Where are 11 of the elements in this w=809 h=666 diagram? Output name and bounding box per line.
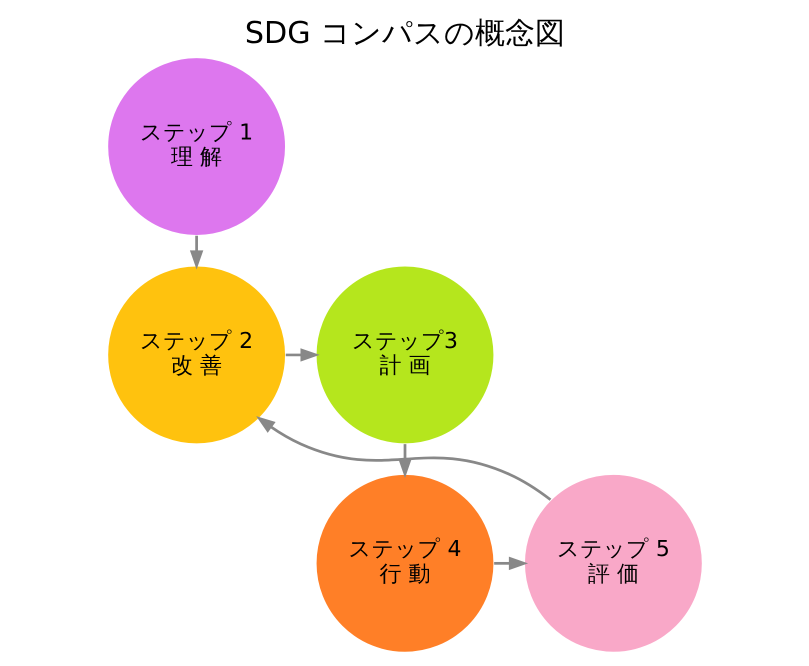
arrow	[285, 348, 320, 362]
node-circle: ステップ3 計 画	[314, 265, 494, 445]
node-circle: ステップ 4 行 動	[314, 474, 494, 654]
diagram-title: SDG コンパスの概念図	[244, 16, 565, 52]
arrow	[398, 444, 412, 478]
arrow	[494, 556, 528, 570]
arrow	[189, 236, 203, 270]
arrow	[256, 416, 551, 501]
node-circle: ステップ 2 改 善	[106, 265, 286, 445]
node-circle: ステップ 1 理 解	[106, 56, 286, 236]
node-circle: ステップ 5 評 価	[523, 474, 703, 654]
